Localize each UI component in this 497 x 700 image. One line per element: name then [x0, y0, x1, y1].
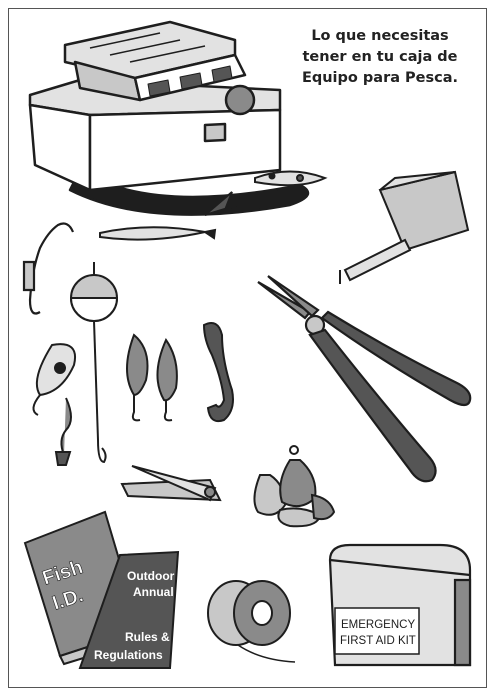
regulations-line-3: Rules &: [125, 630, 170, 644]
fishing-lures-illustration: [99, 170, 328, 241]
pliers-illustration: [257, 275, 472, 483]
title-line-1: Lo que necesitas: [311, 28, 449, 44]
first-aid-kit-illustration: EMERGENCY FIRST AID KIT: [328, 543, 472, 667]
fishing-line-spool-illustration: [207, 580, 296, 663]
line-clipper-illustration: [120, 465, 222, 502]
tape-measure-illustration: [339, 170, 470, 284]
first-aid-line-2: FIRST AID KIT: [340, 635, 416, 647]
title-line-2: tener en tu caja de: [302, 49, 458, 65]
regulations-book: Outdoor Annual Rules & Regulations: [78, 550, 180, 669]
regulations-line-1: Outdoor: [127, 569, 175, 583]
regulations-line-2: Annual: [133, 585, 174, 599]
plastic-worm-illustration: [202, 322, 234, 423]
spinner-lure-illustration: [32, 343, 76, 466]
regulations-line-4: Regulations: [94, 648, 163, 662]
tackle-box-illustration: [28, 20, 310, 216]
sinker-weights-illustration: [253, 445, 336, 528]
title-line-3: Equipo para Pesca.: [301, 70, 459, 86]
page-title: Lo que necesitas tener en tu caja de Equ…: [290, 26, 470, 89]
bobber-float-illustration: [69, 262, 119, 464]
spoon-lures-illustration: [126, 333, 178, 422]
first-aid-line-1: EMERGENCY: [341, 619, 415, 631]
fishing-hook-illustration: [22, 222, 75, 315]
